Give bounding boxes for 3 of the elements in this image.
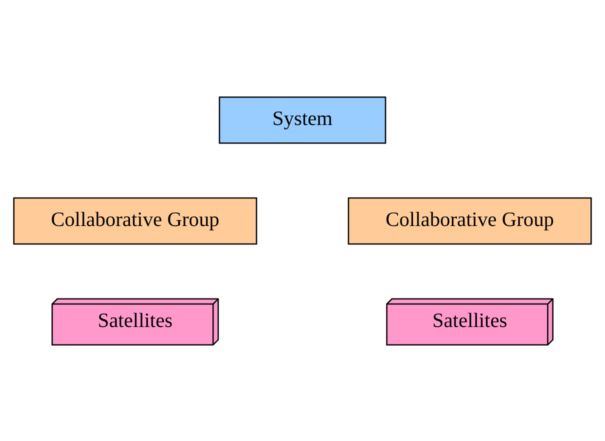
node-box: Collaborative Group — [13, 196, 258, 244]
node-box: System — [218, 96, 386, 144]
node-box: Collaborative Group — [348, 196, 592, 244]
